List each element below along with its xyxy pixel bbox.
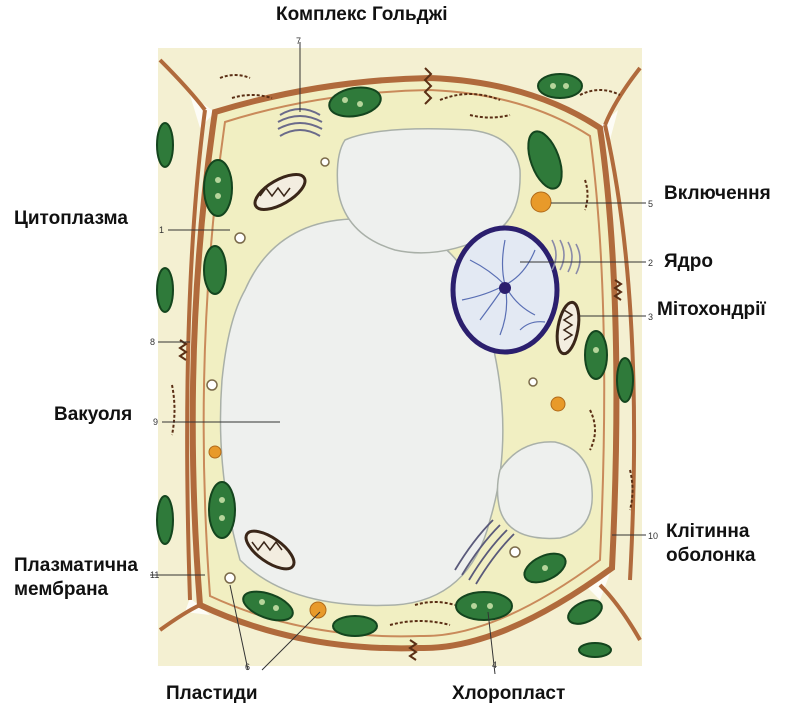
number-3: 3: [648, 312, 653, 322]
label-nucleus: Ядро: [664, 251, 713, 273]
label-cell-wall-line1: Клітинна: [666, 520, 755, 544]
number-4: 4: [492, 660, 497, 670]
label-golgi: Комплекс Гольджі: [276, 4, 448, 26]
label-inclusion: Включення: [664, 183, 771, 205]
number-7: 7: [296, 36, 301, 46]
label-mitochondria: Мітохондрії: [657, 299, 766, 321]
lower-vacuole: [498, 442, 593, 539]
label-cell-wall: Клітинна оболонка: [666, 520, 755, 568]
number-5: 5: [648, 199, 653, 209]
number-8: 8: [150, 337, 155, 347]
number-2: 2: [648, 258, 653, 268]
label-plastids: Пластиди: [166, 683, 258, 705]
label-cytoplasm: Цитоплазма: [14, 208, 128, 230]
number-11: 11: [150, 570, 159, 580]
number-6: 6: [245, 662, 250, 672]
label-vacuole: Вакуоля: [54, 404, 132, 426]
label-cell-wall-line2: оболонка: [666, 544, 755, 568]
label-plasma-membrane-line1: Плазматична: [14, 554, 138, 578]
label-chloroplast: Хлоропласт: [452, 683, 565, 705]
number-10: 10: [648, 531, 658, 541]
number-1: 1: [159, 225, 164, 235]
nucleolus: [499, 282, 511, 294]
label-plasma-membrane: Плазматична мембрана: [14, 554, 138, 602]
number-9: 9: [153, 417, 158, 427]
label-plasma-membrane-line2: мембрана: [14, 578, 138, 602]
